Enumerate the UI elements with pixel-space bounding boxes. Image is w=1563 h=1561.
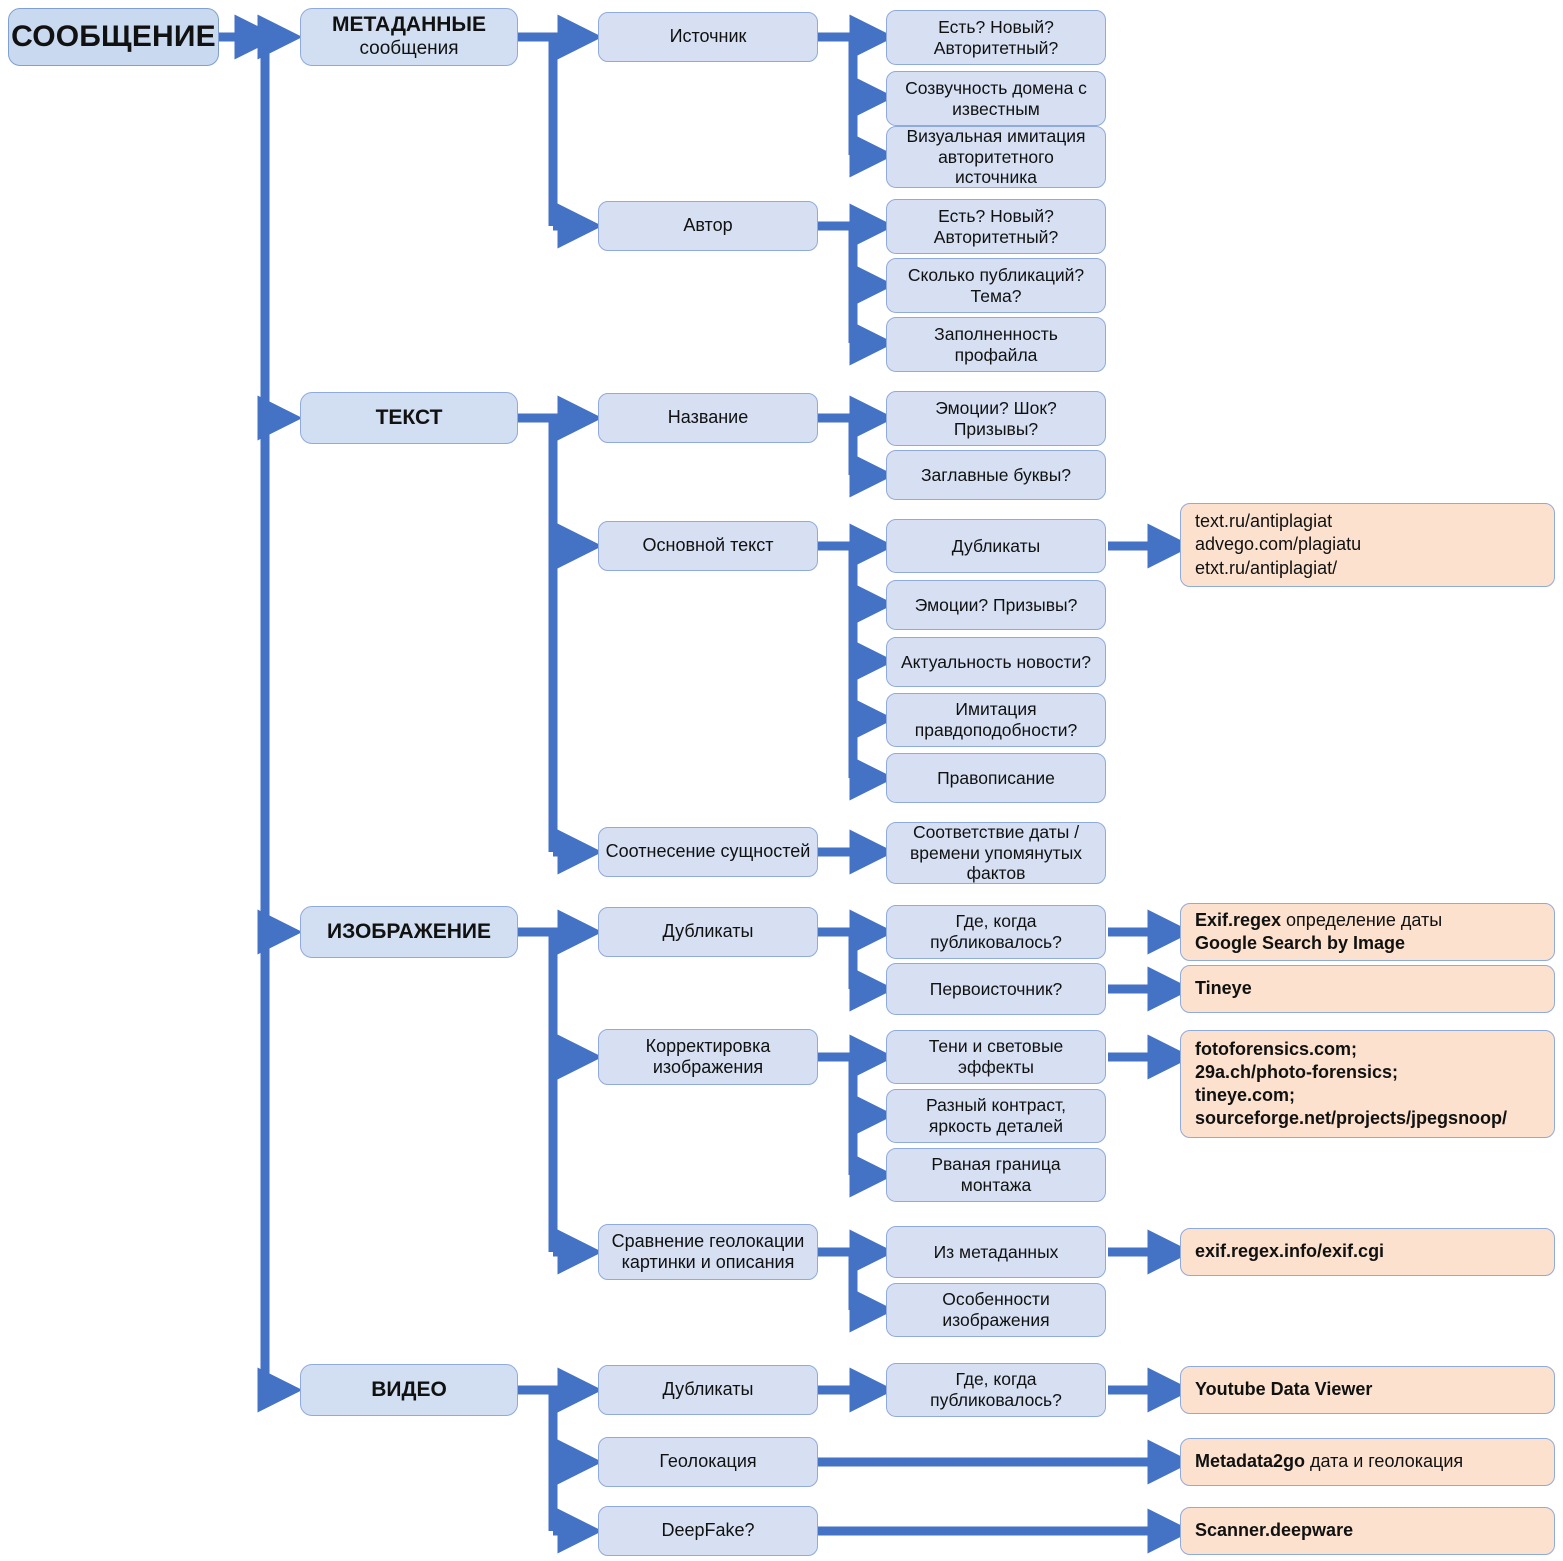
tool-line: Scanner.deepware: [1195, 1520, 1354, 1541]
leaf-source-domain-similarity[interactable]: Созвучность домена с известным: [886, 71, 1106, 126]
leaf-image-shadows-light[interactable]: Тени и световые эффекты: [886, 1030, 1106, 1084]
tool-line: 29a.ch/photo-forensics;: [1195, 1061, 1399, 1082]
node-video-geolocation[interactable]: Геолокация: [598, 1437, 818, 1487]
tool-line: Metadata2go дата и геолокация: [1195, 1451, 1464, 1472]
tool-box-forensics[interactable]: fotoforensics.com;29a.ch/photo-forensics…: [1180, 1030, 1555, 1138]
tool-lines-tineye: Tineye: [1195, 977, 1540, 1000]
tool-lines-forensics: fotoforensics.com;29a.ch/photo-forensics…: [1195, 1038, 1540, 1130]
tool-line: etxt.ru/antiplagiat/: [1195, 557, 1338, 578]
tool-lines-metadata2go: Metadata2go дата и геолокация: [1195, 1450, 1540, 1473]
tool-box-exif-cgi[interactable]: exif.regex.info/exif.cgi: [1180, 1228, 1555, 1276]
node-video-duplicates[interactable]: Дубликаты: [598, 1365, 818, 1415]
branch-node-metadata[interactable]: МЕТАДАННЫЕ сообщения: [300, 8, 518, 66]
branch-sublabel-metadata: сообщения: [359, 38, 459, 60]
leaf-image-features[interactable]: Особенности изображения: [886, 1283, 1106, 1337]
leaf-image-where-when-published[interactable]: Где, когда публиковалось?: [886, 905, 1106, 959]
tool-lines-exif-cgi: exif.regex.info/exif.cgi: [1195, 1240, 1540, 1263]
root-node-message[interactable]: СООБЩЕНИЕ: [8, 8, 219, 66]
node-video-deepfake[interactable]: DeepFake?: [598, 1506, 818, 1556]
tool-line: Exif.regex определение даты: [1195, 909, 1443, 930]
tool-line: tineye.com;: [1195, 1085, 1296, 1105]
tool-line: sourceforge.net/projects/jpegsnoop/: [1195, 1108, 1508, 1129]
leaf-source-visual-imitation[interactable]: Визуальная имитация авторитетного источн…: [886, 126, 1106, 188]
node-image-geolocation-compare[interactable]: Сравнение геолокации картинки и описания: [598, 1224, 818, 1280]
tool-box-tineye[interactable]: Tineye: [1180, 965, 1555, 1013]
branch-node-video[interactable]: ВИДЕО: [300, 1364, 518, 1416]
tool-box-youtube-data-viewer[interactable]: Youtube Data Viewer: [1180, 1366, 1555, 1414]
tool-line: text.ru/antiplagiat: [1195, 511, 1333, 532]
tool-line: advego.com/plagiatu: [1195, 534, 1362, 555]
node-body-text[interactable]: Основной текст: [598, 521, 818, 571]
tool-line: Tineye: [1195, 978, 1252, 999]
node-image-correction[interactable]: Корректировка изображения: [598, 1029, 818, 1085]
leaf-title-capitals[interactable]: Заглавные буквы?: [886, 450, 1106, 500]
leaf-author-publications[interactable]: Сколько публикаций? Тема?: [886, 258, 1106, 313]
branch-node-text[interactable]: ТЕКСТ: [300, 392, 518, 444]
leaf-title-emotions[interactable]: Эмоции? Шок? Призывы?: [886, 391, 1106, 446]
node-image-duplicates[interactable]: Дубликаты: [598, 907, 818, 957]
leaf-body-plausibility-imitation[interactable]: Имитация правдоподобности?: [886, 693, 1106, 747]
tool-line: Google Search by Image: [1195, 933, 1406, 953]
leaf-author-exists[interactable]: Есть? Новый? Авторитетный?: [886, 199, 1106, 254]
tool-line: Youtube Data Viewer: [1195, 1379, 1373, 1400]
leaf-body-relevance[interactable]: Актуальность новости?: [886, 637, 1106, 687]
leaf-image-from-metadata[interactable]: Из метаданных: [886, 1226, 1106, 1278]
tool-line: fotoforensics.com;: [1195, 1038, 1358, 1059]
leaf-author-profile-completeness[interactable]: Заполненность профайла: [886, 317, 1106, 372]
tool-box-scanner-deepware[interactable]: Scanner.deepware: [1180, 1507, 1555, 1555]
leaf-image-contrast-brightness[interactable]: Разный контраст, яркость деталей: [886, 1089, 1106, 1143]
node-entity-correlation[interactable]: Соотнесение сущностей: [598, 827, 818, 877]
leaf-source-exists[interactable]: Есть? Новый? Авторитетный?: [886, 10, 1106, 65]
leaf-body-emotions[interactable]: Эмоции? Призывы?: [886, 580, 1106, 630]
tool-lines-youtube-data-viewer: Youtube Data Viewer: [1195, 1378, 1540, 1401]
tool-box-metadata2go[interactable]: Metadata2go дата и геолокация: [1180, 1438, 1555, 1486]
leaf-body-duplicates[interactable]: Дубликаты: [886, 519, 1106, 573]
leaf-video-where-when-published[interactable]: Где, когда публиковалось?: [886, 1363, 1106, 1417]
branch-node-image[interactable]: ИЗОБРАЖЕНИЕ: [300, 906, 518, 958]
tool-lines-scanner-deepware: Scanner.deepware: [1195, 1519, 1540, 1542]
node-author[interactable]: Автор: [598, 201, 818, 251]
node-title[interactable]: Название: [598, 393, 818, 443]
branch-label-metadata: МЕТАДАННЫЕ: [332, 13, 486, 37]
node-source[interactable]: Источник: [598, 12, 818, 62]
tool-line: exif.regex.info/exif.cgi: [1195, 1241, 1385, 1262]
leaf-image-torn-montage-edge[interactable]: Рваная граница монтажа: [886, 1148, 1106, 1202]
leaf-date-time-consistency[interactable]: Соответствие даты / времени упомянутых ф…: [886, 822, 1106, 884]
leaf-body-spelling[interactable]: Правописание: [886, 753, 1106, 803]
leaf-image-original-source[interactable]: Первоисточник?: [886, 963, 1106, 1015]
